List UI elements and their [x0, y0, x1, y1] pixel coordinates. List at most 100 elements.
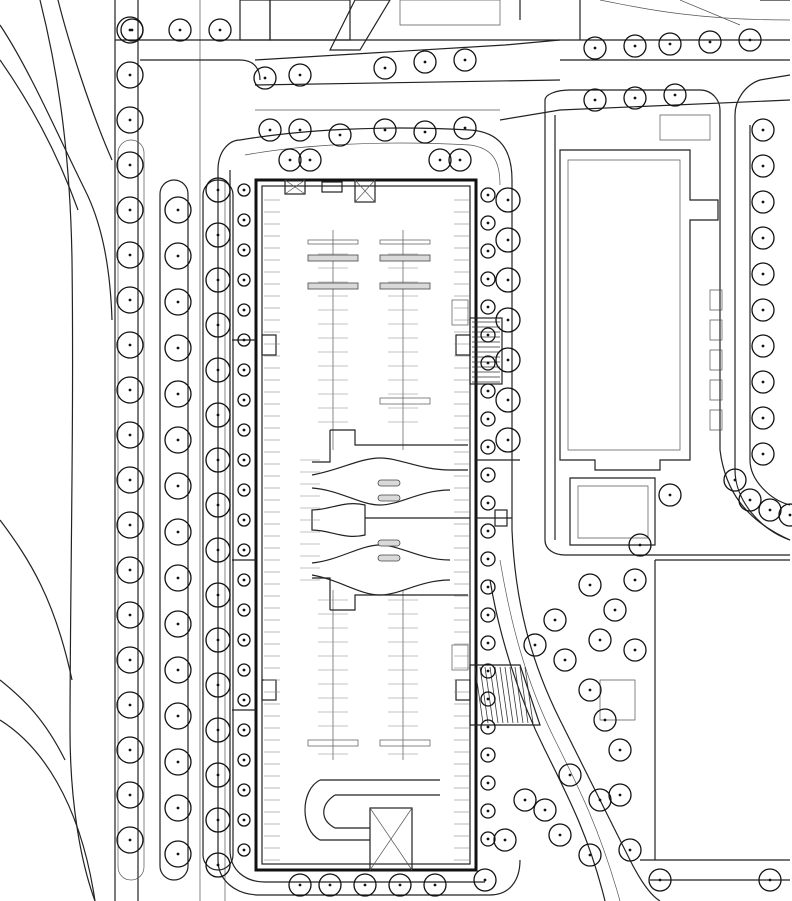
tree-symbol: [778, 503, 792, 527]
tree-symbol: [623, 86, 647, 110]
tree-symbol: [288, 118, 312, 142]
tree-symbol: [583, 36, 607, 60]
tree-symbol: [116, 331, 144, 359]
tree-symbol: [205, 222, 231, 248]
tree-symbol: [578, 573, 602, 597]
tree-symbol: [116, 466, 144, 494]
tree-symbol: [608, 738, 632, 762]
tree-symbol: [205, 582, 231, 608]
tree-symbol: [480, 327, 496, 343]
tree-symbol: [698, 30, 722, 54]
tree-symbol: [453, 116, 477, 140]
tree-symbol: [588, 788, 612, 812]
tree-symbol: [558, 763, 582, 787]
tree-symbol: [328, 123, 352, 147]
tree-symbol: [751, 298, 775, 322]
tree-symbol: [164, 748, 192, 776]
tree-symbol: [237, 513, 251, 527]
tree-symbol: [480, 635, 496, 651]
tree-symbol: [495, 347, 521, 373]
tree-symbol: [164, 656, 192, 684]
tree-symbol: [116, 376, 144, 404]
tree-symbol: [480, 187, 496, 203]
tree-symbol: [423, 873, 447, 897]
tree-symbol: [164, 196, 192, 224]
tree-symbol: [480, 747, 496, 763]
tree-symbol: [658, 32, 682, 56]
tree-symbol: [116, 196, 144, 224]
tree-symbol: [453, 48, 477, 72]
tree-symbol: [623, 638, 647, 662]
tree-symbol: [318, 873, 342, 897]
tree-symbol: [758, 498, 782, 522]
garage-ring-road: [217, 127, 521, 896]
tree-symbol: [428, 148, 452, 172]
tree-symbol: [164, 564, 192, 592]
tree-symbol: [237, 813, 251, 827]
tree-symbol: [237, 663, 251, 677]
tree-symbol: [495, 187, 521, 213]
tree-symbol: [480, 439, 496, 455]
tree-symbol: [237, 723, 251, 737]
right-curved-road: [489, 529, 790, 901]
tree-symbol: [237, 483, 251, 497]
tree-symbol: [618, 838, 642, 862]
tree-symbol: [116, 241, 144, 269]
tree-symbol: [298, 148, 322, 172]
tree-symbol: [164, 380, 192, 408]
tree-symbol: [751, 334, 775, 358]
tree-symbol: [523, 633, 547, 657]
top-area: [115, 0, 791, 121]
tree-symbol: [448, 148, 472, 172]
tree-symbol: [480, 271, 496, 287]
tree-symbol: [116, 286, 144, 314]
tree-symbol: [480, 663, 496, 679]
tree-symbol: [495, 387, 521, 413]
tree-symbol: [208, 18, 232, 42]
tree-symbol: [116, 511, 144, 539]
tree-symbol: [205, 312, 231, 338]
tree-symbol: [495, 307, 521, 333]
tree-symbol: [164, 702, 192, 730]
tree-symbol: [480, 383, 496, 399]
tree-symbol: [578, 843, 602, 867]
right-building: [544, 74, 791, 860]
tree-symbol: [758, 868, 782, 892]
tree-symbol: [548, 823, 572, 847]
tree-symbol: [493, 828, 517, 852]
tree-symbol: [116, 556, 144, 584]
tree-symbol: [480, 243, 496, 259]
tree-symbol: [205, 717, 231, 743]
tree-symbol: [480, 719, 496, 735]
parking-garage: [232, 178, 520, 872]
tree-symbol: [205, 267, 231, 293]
tree-symbol: [593, 708, 617, 732]
tree-symbol: [543, 608, 567, 632]
tree-symbol: [480, 775, 496, 791]
tree-symbol: [751, 442, 775, 466]
tree-symbol: [164, 472, 192, 500]
tree-symbol: [278, 148, 302, 172]
tree-symbol: [164, 334, 192, 362]
tree-symbol: [205, 402, 231, 428]
tree-symbol: [116, 646, 144, 674]
tree-symbol: [578, 678, 602, 702]
tree-symbol: [751, 406, 775, 430]
tree-symbol: [603, 598, 627, 622]
trees: [116, 16, 792, 897]
tree-symbol: [164, 288, 192, 316]
tree-symbol: [751, 262, 775, 286]
tree-symbol: [253, 66, 277, 90]
tree-symbol: [751, 154, 775, 178]
tree-symbol: [480, 355, 496, 371]
tree-symbol: [120, 18, 144, 42]
tree-symbol: [353, 873, 377, 897]
tree-symbol: [205, 627, 231, 653]
tree-symbol: [473, 868, 497, 892]
tree-symbol: [237, 243, 251, 257]
tree-symbol: [628, 533, 652, 557]
tree-symbol: [480, 579, 496, 595]
tree-symbol: [648, 868, 672, 892]
tree-symbol: [237, 393, 251, 407]
tree-symbol: [164, 426, 192, 454]
